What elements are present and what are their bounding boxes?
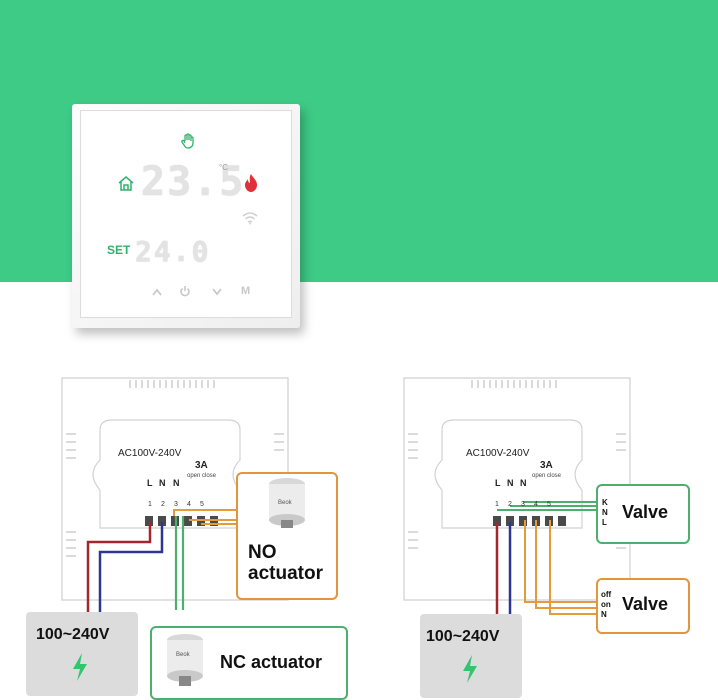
valve-bottom-label: Valve bbox=[622, 594, 669, 614]
thermostat-panel: 23.5 °C SET 24.0 M bbox=[72, 104, 300, 328]
right-power-box: 100~240V bbox=[420, 614, 522, 698]
right-terminal-n2: N bbox=[520, 478, 527, 488]
valve-top-pin-l: L bbox=[602, 518, 607, 527]
down-arrow-icon[interactable] bbox=[211, 287, 223, 297]
temperature-unit: °C bbox=[219, 163, 228, 172]
right-supply-label: AC100V-240V bbox=[466, 448, 530, 459]
left-supply-label: AC100V-240V bbox=[118, 448, 182, 459]
nc-actuator-brand: Beok bbox=[176, 652, 190, 658]
left-terminal-num-3: 3 bbox=[174, 501, 178, 508]
left-terminal-n1: N bbox=[159, 478, 166, 488]
power-icon[interactable] bbox=[179, 285, 191, 297]
right-rating-label: 3A bbox=[540, 460, 553, 471]
valve-top-pin-k: K bbox=[602, 498, 608, 507]
right-terminal-num-5: 5 bbox=[547, 501, 551, 508]
no-actuator-subtitle: actuator bbox=[248, 563, 323, 584]
mode-button[interactable]: M bbox=[241, 285, 251, 297]
right-terminal-l: L bbox=[495, 478, 501, 488]
thermostat-screen: 23.5 °C SET 24.0 M bbox=[80, 110, 292, 318]
live-wire bbox=[86, 522, 152, 620]
flame-icon bbox=[245, 174, 257, 192]
right-valve-bottom-wires bbox=[524, 520, 596, 615]
nc-actuator-box: Beok NC actuator bbox=[150, 626, 348, 700]
neutral-wire bbox=[98, 522, 164, 620]
valve-bottom-pin-off: off bbox=[601, 590, 612, 599]
no-actuator-title: NO bbox=[248, 542, 277, 563]
right-terminal-num-4: 4 bbox=[534, 501, 538, 508]
set-temperature: 24.0 bbox=[135, 235, 211, 268]
up-arrow-icon[interactable] bbox=[151, 287, 163, 297]
left-terminal-num-5: 5 bbox=[200, 501, 204, 508]
left-terminal-n2: N bbox=[173, 478, 180, 488]
valve-bottom-pin-n: N bbox=[601, 610, 607, 619]
wifi-icon bbox=[242, 212, 258, 225]
set-label: SET bbox=[107, 243, 131, 257]
right-valve-top-wires bbox=[497, 501, 596, 511]
hand-icon bbox=[181, 133, 194, 149]
right-open-close-label: open close bbox=[532, 473, 562, 479]
nc-wires bbox=[174, 516, 185, 610]
right-wiring-diagram bbox=[403, 377, 631, 630]
left-terminal-num-2: 2 bbox=[161, 501, 165, 508]
left-terminal-num-1: 1 bbox=[148, 501, 152, 508]
no-actuator-box: Beok NO actuator bbox=[236, 472, 338, 600]
home-icon bbox=[118, 176, 134, 191]
right-terminal-num-3: 3 bbox=[521, 501, 525, 508]
current-temperature: 23.5 bbox=[141, 159, 246, 205]
left-rating-label: 3A bbox=[195, 460, 208, 471]
bolt-icon bbox=[463, 655, 477, 683]
no-wires bbox=[173, 509, 236, 525]
valve-top-box: K N L Valve bbox=[596, 484, 690, 544]
right-terminal-num-2: 2 bbox=[508, 501, 512, 508]
right-power-label: 100~240V bbox=[426, 628, 500, 645]
right-terminal-num-1: 1 bbox=[495, 501, 499, 508]
right-terminal-n1: N bbox=[507, 478, 514, 488]
valve-top-label: Valve bbox=[622, 502, 669, 522]
valve-bottom-pin-on: on bbox=[601, 600, 611, 609]
no-actuator-image bbox=[269, 478, 305, 528]
left-open-close-label: open close bbox=[187, 473, 217, 479]
nc-actuator-image bbox=[167, 634, 203, 686]
left-terminal-num-4: 4 bbox=[187, 501, 191, 508]
left-terminal-l: L bbox=[147, 478, 153, 488]
left-power-label: 100~240V bbox=[36, 626, 110, 643]
bolt-icon bbox=[73, 653, 87, 681]
no-actuator-brand: Beok bbox=[278, 500, 292, 506]
valve-top-pin-n: N bbox=[602, 508, 608, 517]
valve-bottom-box: off on N Valve bbox=[596, 578, 690, 634]
nc-actuator-label: NC actuator bbox=[220, 652, 323, 672]
left-power-box: 100~240V bbox=[26, 612, 138, 696]
